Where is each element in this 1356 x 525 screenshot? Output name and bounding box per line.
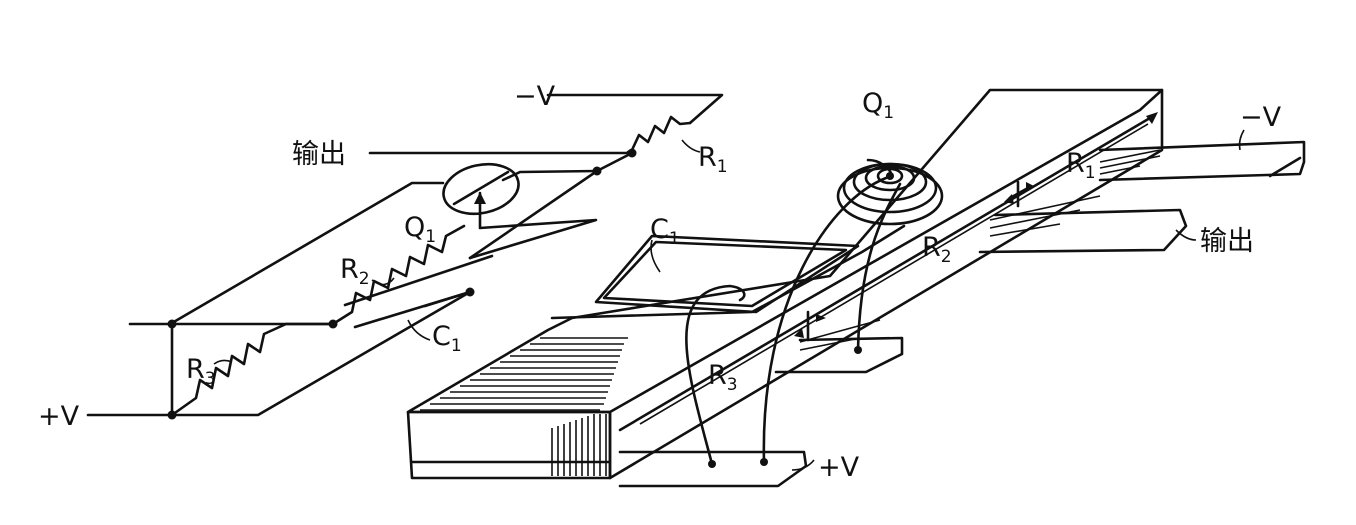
transistor-q1-emitter: [468, 191, 598, 260]
top-edge-hatching: [420, 337, 628, 411]
collector-lead: [501, 169, 599, 182]
capacitor-c1-block: [594, 234, 860, 314]
schematic-output-label: 输出: [292, 139, 346, 170]
resistor-r3: [170, 322, 335, 417]
resistor-r1: [626, 115, 692, 154]
c1-assembly-leader: [650, 239, 661, 273]
capacitor-c1-plate-top: [343, 254, 494, 307]
schematic-neg-v-label: −V: [514, 81, 556, 112]
trim-arrow-r1a: [1004, 194, 1014, 204]
capacitor-c1-base: [550, 224, 906, 320]
emitter-arrow: [474, 192, 486, 204]
strip-arrow-r1: [1146, 112, 1158, 124]
assembly-pos-v-label: +V: [818, 452, 860, 483]
output-terminal-tab: [978, 208, 1188, 254]
resistor-r2: [331, 224, 466, 326]
r3-leader: [213, 359, 233, 365]
substrate-front: [406, 410, 612, 480]
rail-upper: [170, 181, 445, 325]
bond-pad: [854, 346, 862, 354]
bond-wire-2: [762, 176, 888, 464]
assembly-neg-v-label: −V: [1240, 102, 1282, 133]
bond-wire-3: [856, 182, 902, 352]
capacitor-c1-top: [602, 240, 848, 308]
assembly-r3-label: R3: [708, 360, 738, 395]
schematic-q1-label: Q1: [404, 212, 436, 247]
schematic: −V 输出 R1 Q1 R2 C1 R3 +V: [38, 81, 728, 432]
assembly-output-label: 输出: [1200, 226, 1254, 257]
trim-arrow-r3b: [816, 314, 826, 322]
bond-wire-4: [866, 158, 894, 178]
output-assembly-leader: [1175, 229, 1197, 241]
middle-terminal-tab: [774, 336, 904, 374]
schematic-r2-label: R2: [340, 254, 370, 289]
junction-dot: [167, 410, 177, 420]
schematic-pos-v-label: +V: [38, 401, 80, 432]
schematic-r1-label: R1: [698, 142, 728, 177]
assembly-r1-label: R1: [1066, 148, 1096, 183]
assembly-q1-label: Q1: [862, 88, 894, 123]
trim-arrow-r3a: [794, 328, 804, 338]
neg-v-terminal-edge: [1268, 156, 1302, 178]
pos-v-wire: [86, 290, 472, 417]
pos-v-assembly-leader: [791, 459, 815, 471]
collector-wire: [595, 151, 634, 173]
schematic-c1-label: C1: [432, 321, 462, 356]
transistor-q1-symbol: [442, 162, 520, 216]
rail-upper-right: [468, 169, 599, 260]
resistor-strip: [618, 116, 1152, 432]
bond-wire-1: [685, 284, 746, 466]
transistor-q1-package: [836, 162, 944, 226]
assembly-c1-label: C1: [650, 214, 680, 249]
neg-v-wire: [546, 93, 724, 125]
r1-leader: [681, 139, 701, 153]
pos-v-terminal-tab: [618, 450, 808, 488]
neg-v-terminal-tab: [1098, 140, 1306, 182]
substrate-top: [406, 88, 1164, 414]
bond-pad: [760, 458, 768, 466]
thin-film-assembly: Q1 −V R1 C1 输出 R2 R3 +V: [406, 88, 1306, 488]
trim-arrow-r1b: [1026, 182, 1034, 190]
bond-pad: [708, 460, 716, 468]
right-edge-hatching: [799, 149, 1161, 351]
schematic-r3-label: R3: [186, 354, 216, 389]
resistor-strip-inner: [639, 123, 1149, 425]
c1-leader: [407, 319, 431, 341]
neg-v-assembly-leader: [1238, 129, 1245, 151]
assembly-r2-label: R2: [922, 232, 952, 267]
capacitor-c1-lead: [423, 290, 472, 308]
transistor-q1-base: [452, 170, 510, 206]
front-hatching: [551, 414, 607, 476]
r2-leader: [371, 277, 395, 286]
